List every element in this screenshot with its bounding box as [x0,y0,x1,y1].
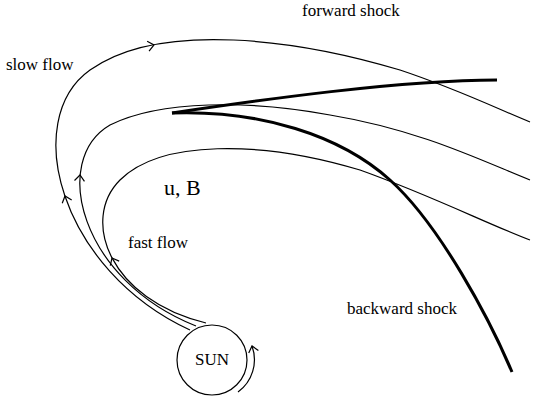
forward-shock-line [172,80,497,113]
field-line [80,105,530,326]
rotation-arrowhead [247,345,258,353]
annotation-label: u, B [162,176,203,200]
sun-circle: SUN [176,324,248,396]
field-line [103,149,530,323]
flow-arrowhead [74,175,84,182]
annotation-label: fast flow [126,234,190,253]
flow-arrowhead [60,194,71,203]
circle-outline [177,325,247,395]
field-line [56,40,530,330]
flow-arrowhead [108,256,120,266]
annotation-label: backward shock [345,300,459,319]
node-label: SUN [195,351,229,370]
annotation-label: slow flow [4,56,76,75]
annotation-label: forward shock [300,2,402,21]
flow-arrowhead [147,40,155,51]
